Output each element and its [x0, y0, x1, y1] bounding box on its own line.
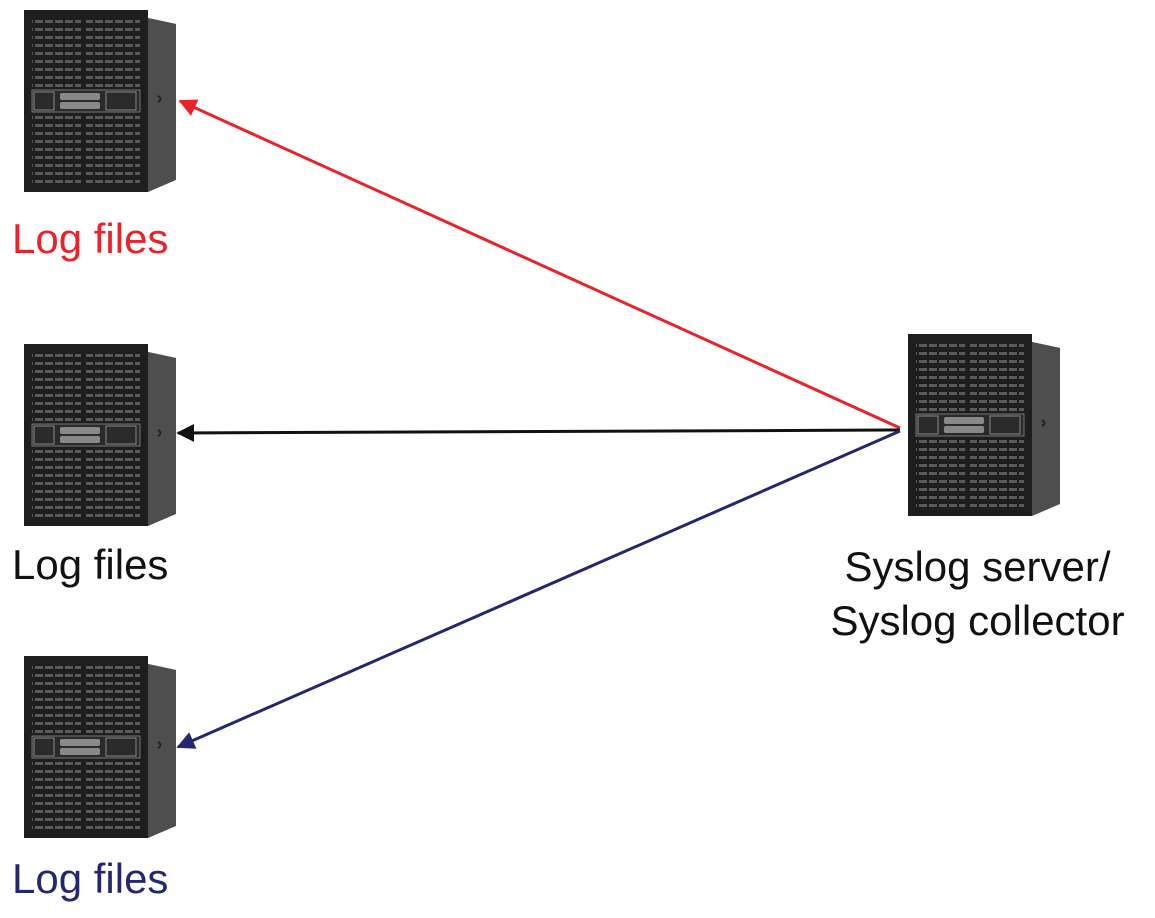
- log-files-label-bottom: Log files: [12, 855, 169, 902]
- server-icon-bottom: [23, 655, 177, 839]
- syslog-server-label: Syslog server/ Syslog collector: [800, 540, 1155, 648]
- server-icon-middle: [23, 343, 177, 527]
- log-files-label-top: Log files: [12, 215, 169, 262]
- arrow-red: [178, 99, 901, 430]
- server-icon-top: [23, 9, 177, 193]
- arrow-black: [176, 423, 901, 442]
- server-icon-syslog: [907, 333, 1061, 517]
- arrow-navy: [176, 429, 901, 749]
- log-files-label-middle: Log files: [12, 541, 169, 588]
- syslog-label-line2: Syslog collector: [830, 597, 1125, 644]
- syslog-label-line1: Syslog server/: [844, 543, 1111, 590]
